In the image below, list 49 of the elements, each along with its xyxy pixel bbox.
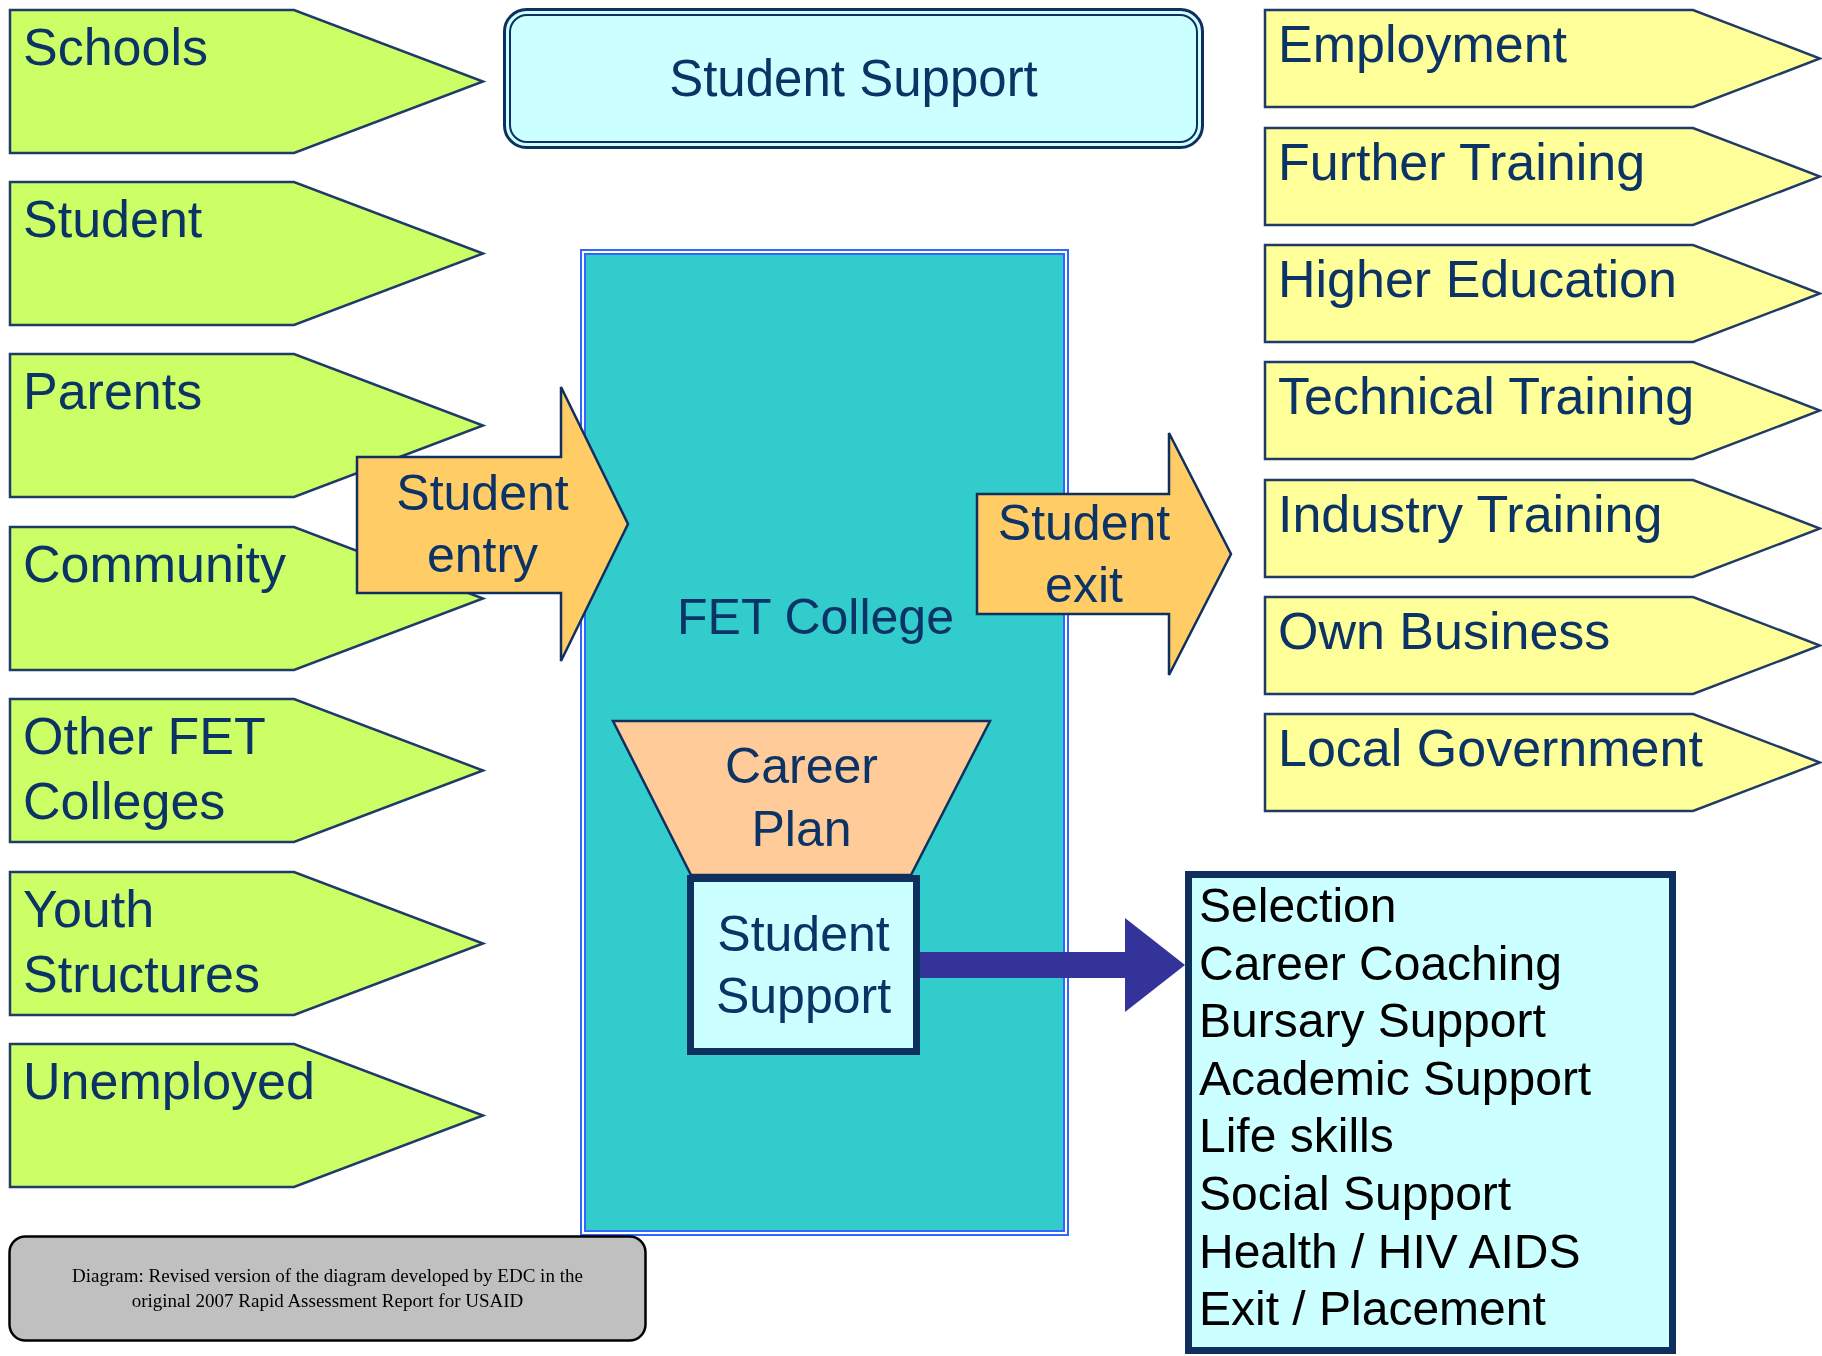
list-box bbox=[1185, 871, 1676, 1354]
node-label: FET College bbox=[677, 588, 954, 647]
list-item: Life skills bbox=[1199, 1108, 1394, 1165]
node-label: Student exit bbox=[996, 493, 1172, 615]
pentagon-tag bbox=[1264, 9, 1821, 108]
node-label: Further Training bbox=[1278, 132, 1646, 193]
pentagon-tag bbox=[1264, 479, 1821, 578]
note-box bbox=[8, 1235, 647, 1342]
list-item: Health / HIV AIDS bbox=[1199, 1223, 1581, 1280]
list-item: Academic Support bbox=[1199, 1050, 1592, 1107]
block-arrow bbox=[976, 432, 1232, 676]
list-item: Exit / Placement bbox=[1199, 1281, 1546, 1338]
pentagon-tag bbox=[1264, 713, 1821, 812]
pentagon-tag bbox=[1264, 596, 1821, 695]
node-label: Schools bbox=[23, 17, 208, 78]
node-label: Community bbox=[23, 534, 286, 595]
pentagon-tag bbox=[1264, 361, 1821, 460]
pentagon-tag bbox=[1264, 127, 1821, 226]
list-item: Social Support bbox=[1199, 1165, 1512, 1222]
node-label: Career Plan bbox=[724, 737, 879, 859]
pentagon-tag bbox=[9, 871, 484, 1016]
node-label: Student Support bbox=[714, 904, 893, 1026]
trapezoid-shape bbox=[612, 720, 991, 875]
node-label: Parents bbox=[23, 361, 203, 422]
pentagon-tag bbox=[9, 9, 484, 154]
node-label: Own Business bbox=[1278, 601, 1611, 662]
list-item: Bursary Support bbox=[1199, 993, 1546, 1050]
node-label: Youth Structures bbox=[23, 879, 261, 1005]
process-box bbox=[687, 875, 920, 1055]
arrow bbox=[920, 918, 1185, 1012]
block-arrow bbox=[356, 386, 629, 662]
node-label: Local Government bbox=[1278, 718, 1703, 779]
node-label: Higher Education bbox=[1278, 249, 1677, 310]
node-label: Student entry bbox=[395, 463, 570, 585]
list-item: Career Coaching bbox=[1199, 935, 1562, 992]
node-label: Diagram: Revised version of the diagram developed by EDC in the original 2007 Rapid Assessment Report for USAID bbox=[71, 1263, 584, 1313]
node-label: Industry Training bbox=[1278, 484, 1663, 545]
pentagon-tag bbox=[9, 698, 484, 843]
node-label: Student Support bbox=[669, 48, 1038, 109]
node-label: Unemployed bbox=[23, 1051, 315, 1112]
rounded-box bbox=[503, 8, 1204, 149]
pentagon-tag bbox=[9, 1043, 484, 1188]
pentagon-tag bbox=[1264, 244, 1821, 343]
node-label: Employment bbox=[1278, 14, 1567, 75]
list-item: Selection bbox=[1199, 878, 1397, 934]
pentagon-tag bbox=[9, 181, 484, 326]
node-label: Student bbox=[23, 189, 203, 250]
node-label: Other FET Colleges bbox=[23, 706, 266, 832]
node-label: Technical Training bbox=[1278, 366, 1695, 427]
